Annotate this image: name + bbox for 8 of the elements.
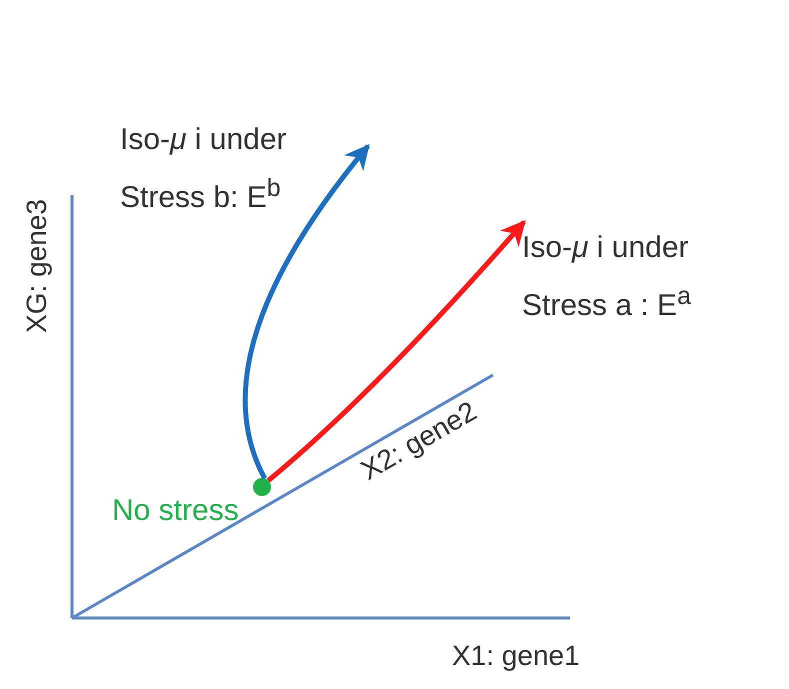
curve-label: Iso-μ i under Stress b: E$^{b}$: [120, 116, 365, 222]
point-marker: [253, 478, 271, 496]
axis-label: XG: gene3: [20, 199, 53, 333]
arrow: [243, 144, 370, 480]
axis-label: X1: gene1: [452, 640, 580, 672]
arrow: [266, 220, 526, 482]
curve-label: Iso-μ i under Stress a : E$^{a}$: [522, 224, 772, 330]
point-label: No stress: [112, 494, 239, 528]
